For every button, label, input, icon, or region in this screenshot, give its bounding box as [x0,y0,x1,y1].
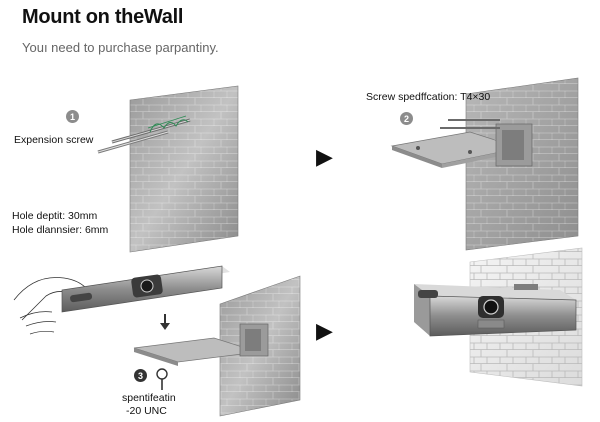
arrow-right-icon-1: ▶ [316,144,333,169]
page-title: Mount on theWall [22,6,184,28]
bracket-2 [390,119,533,168]
step-badge-3: 3 [134,369,147,382]
step-1-label: Expension screw [14,134,94,146]
hole-depth-note: Hole deptit: 30mm [12,210,98,222]
step-3-label-line1: spentifeatin [122,392,176,404]
thumb-screw [156,368,168,390]
down-arrow-3 [160,314,170,330]
camera-bar-4 [414,284,577,337]
wall-panel-1 [129,85,239,253]
expansion-screws [97,115,191,154]
step-badge-1: 1 [66,110,79,123]
bracket-3 [133,323,269,366]
step-badge-2: 2 [400,112,413,125]
camera-bar-3 [61,265,230,313]
arrow-right-icon-2: ▶ [316,318,333,343]
page-subtitle: Youı need to purchase parpantiny. [22,40,219,55]
step-3-label-line2: -20 UNC [126,405,167,417]
hole-diameter-note: Hole dlannsier: 6mm [12,224,109,236]
step-2-label: Screw spedffcation: T4×30 [366,91,491,103]
